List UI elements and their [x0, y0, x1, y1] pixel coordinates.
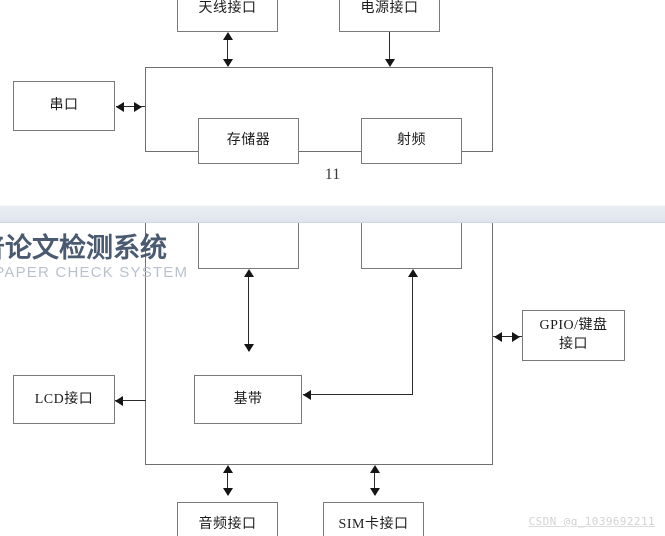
block-rf-page11: 射频 [361, 118, 462, 164]
connector-memory-baseband [248, 273, 249, 351]
arrowhead-right-gpio [512, 332, 520, 342]
block-label: 天线接口 [198, 1, 257, 17]
block-label: 音频接口 [198, 517, 257, 533]
block-label: SIM卡接口 [338, 517, 409, 533]
block-label: LCD接口 [34, 391, 94, 407]
connector-module-to-gpio [493, 336, 522, 337]
block-memory-page12: 存储器 [198, 223, 299, 269]
arrowhead-up-memory [244, 269, 254, 277]
block-memory-page11: 存储器 [198, 118, 299, 164]
block-power-interface: 电源接口 [339, 0, 440, 32]
block-label: 存储器 [226, 133, 271, 149]
arrowhead-up-audio [223, 465, 233, 473]
arrowhead-up-antenna [223, 32, 233, 40]
block-label: 电源接口 [360, 1, 419, 17]
arrowhead-down-baseband-memory [244, 344, 254, 352]
csdn-credit: CSDN @q_1039692211 [528, 515, 655, 528]
connector-rf-vertical [412, 273, 413, 395]
block-label: 基带 [233, 391, 263, 407]
connector-rf-horizontal [303, 394, 413, 395]
block-baseband: 基带 [194, 375, 302, 424]
module-container-page12 [145, 223, 493, 465]
arrowhead-left-lcd [115, 396, 123, 406]
connector-module-to-audio [227, 469, 228, 495]
arrowhead-right-serial [134, 102, 142, 112]
module-container-page11 [145, 67, 493, 152]
block-label: 射频 [397, 133, 426, 149]
block-label-line2: 接口 [559, 336, 588, 352]
block-label-line1: GPIO/键盘 [539, 317, 608, 333]
document-page-12: 存储器 射频 模块 基带 GPIO/键盘 接口 LCD接口 [0, 223, 665, 536]
arrowhead-left-serial [116, 102, 124, 112]
block-label: 串口 [49, 98, 79, 114]
block-lcd-interface: LCD接口 [13, 375, 115, 424]
arrowhead-up-sim [370, 465, 380, 473]
arrowhead-down-antenna [223, 59, 233, 67]
block-audio-interface: 音频接口 [177, 502, 278, 536]
arrowhead-down-audio [223, 488, 233, 496]
block-gpio-keyboard-interface: GPIO/键盘 接口 [522, 310, 625, 361]
connector-power-to-module [389, 32, 390, 60]
page-number: 11 [324, 166, 341, 183]
page-separator [0, 205, 665, 223]
block-sim-card-interface: SIM卡接口 [323, 502, 424, 536]
arrowhead-left-gpio [494, 332, 502, 342]
block-antenna-interface: 天线接口 [177, 0, 278, 32]
connector-antenna-to-module [227, 36, 228, 66]
block-serial-port: 串口 [13, 81, 115, 131]
arrowhead-up-rf [408, 269, 418, 277]
connector-serial-to-module [116, 106, 145, 107]
arrowhead-down-sim [370, 488, 380, 496]
connector-module-to-sim [374, 469, 375, 495]
document-page-11: 天线接口 电源接口 串口 存储器 射频 11 [0, 0, 665, 205]
connector-module-to-lcd [115, 400, 146, 401]
arrowhead-down-power [385, 59, 395, 67]
arrowhead-left-baseband-rf [303, 390, 311, 400]
block-rf-page12: 射频 [361, 223, 462, 269]
